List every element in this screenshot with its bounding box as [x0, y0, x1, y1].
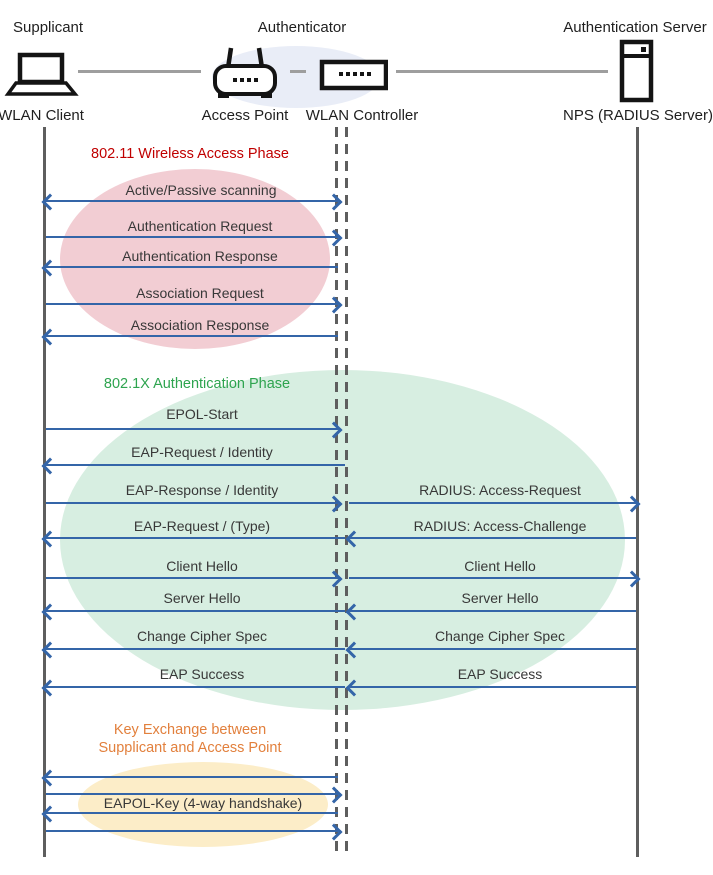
msg-association-request: Association Request [136, 285, 264, 301]
msg-eap-success-right: EAP Success [457, 666, 543, 682]
authenticator-role-label: Authenticator [257, 19, 347, 36]
msg-active-passive-scanning: Active/Passive scanning [125, 182, 277, 198]
arrow-server-hello-right [345, 603, 636, 621]
arrow-association-response [41, 328, 338, 346]
arrow-eap-response-identity [46, 495, 343, 513]
msg-radius-access-request: RADIUS: Access-Request [419, 482, 581, 498]
msg-epol-start: EPOL-Start [166, 406, 238, 422]
wlan-client-label: WLAN Client [0, 107, 84, 124]
controller-box-icon [318, 58, 388, 92]
msg-client-hello-right: Client Hello [464, 558, 536, 574]
phase1-ellipse [60, 169, 330, 349]
arrow-server-hello-left [41, 603, 345, 621]
arrow-active-passive-scanning [41, 193, 343, 211]
msg-authentication-response: Authentication Response [122, 248, 278, 264]
arrow-eap-request-type [41, 530, 345, 548]
arrow-eap-success-right [345, 679, 636, 697]
arrow-authentication-request [46, 229, 343, 247]
arrow-eapol-key-1 [41, 769, 338, 787]
arrow-epol-start [46, 421, 343, 439]
msg-server-hello-left: Server Hello [163, 590, 241, 606]
msg-radius-access-challenge: RADIUS: Access-Challenge [413, 518, 587, 534]
arrow-radius-access-challenge [345, 530, 636, 548]
auth-server-role-label: Authentication Server [563, 19, 707, 36]
msg-eap-success-left: EAP Success [159, 666, 245, 682]
laptop-icon [4, 50, 80, 98]
arrow-eapol-key-4 [46, 823, 343, 841]
msg-authentication-request: Authentication Request [127, 218, 273, 234]
nps-label: NPS (RADIUS Server) [562, 107, 713, 124]
arrow-eap-request-identity [41, 457, 345, 475]
phase2-title: 802.1X Authentication Phase [103, 376, 291, 392]
arrow-eap-success-left [41, 679, 345, 697]
phase3-title-line2: Supplicant and Access Point [98, 740, 282, 756]
arrow-eapol-key-2 [46, 786, 343, 804]
lifeline-nps [636, 127, 639, 857]
connector-client-ap [78, 70, 201, 73]
arrow-change-cipher-spec-left [41, 641, 345, 659]
phase3-title-line1: Key Exchange between [113, 722, 267, 738]
lifeline-controller-right [345, 127, 348, 857]
connector-controller-server [396, 70, 608, 73]
msg-client-hello-left: Client Hello [166, 558, 238, 574]
lifeline-controller-left [335, 127, 338, 857]
lifeline-wlan-client [43, 127, 46, 857]
arrow-authentication-response [41, 259, 338, 277]
wlan-controller-label: WLAN Controller [305, 107, 419, 124]
msg-eap-request-type: EAP-Request / (Type) [133, 518, 271, 534]
supplicant-role-label: Supplicant [13, 19, 84, 36]
msg-server-hello-right: Server Hello [461, 590, 539, 606]
arrow-client-hello-left [46, 570, 343, 588]
msg-eap-response-identity: EAP-Response / Identity [125, 482, 279, 498]
arrow-radius-access-request [349, 495, 641, 513]
wireless-router-icon [210, 44, 280, 102]
access-point-label: Access Point [201, 107, 289, 124]
arrow-association-request [46, 296, 343, 314]
msg-eapol-key-handshake: EAPOL-Key (4-way handshake) [103, 795, 303, 811]
phase1-title: 802.11 Wireless Access Phase [91, 146, 289, 162]
arrow-change-cipher-spec-right [345, 641, 636, 659]
arrow-eapol-key-3 [41, 805, 338, 823]
msg-change-cipher-spec-right: Change Cipher Spec [435, 628, 565, 644]
server-icon [615, 38, 657, 106]
arrow-client-hello-right [349, 570, 641, 588]
msg-association-response: Association Response [130, 317, 270, 333]
msg-change-cipher-spec-left: Change Cipher Spec [137, 628, 267, 644]
msg-eap-request-identity: EAP-Request / Identity [131, 444, 273, 460]
phase2-ellipse [60, 370, 625, 710]
connector-ap-controller [290, 70, 306, 73]
